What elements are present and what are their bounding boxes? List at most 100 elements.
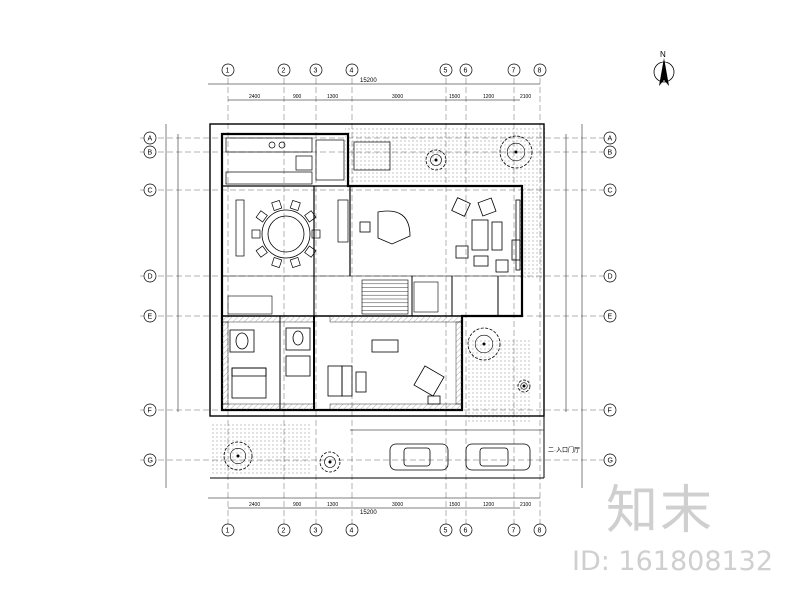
grid-bubble-column [277, 523, 291, 537]
grid-label-row: B [608, 150, 613, 157]
dimension-segment: 1200 [483, 502, 494, 508]
dining-chair [271, 257, 283, 269]
grid-label-column: 8 [538, 68, 542, 75]
staircase [227, 279, 439, 315]
entrance-label: 二·入口门厅 [548, 446, 580, 454]
grid-bubble-row [143, 145, 157, 159]
dimension-segment: 2100 [520, 502, 531, 508]
grid-label-column: 2 [282, 528, 286, 535]
dining-chairs [251, 199, 321, 269]
grid-label-row: C [148, 188, 153, 195]
grid-label-column: 7 [512, 528, 516, 535]
parked-cars [389, 443, 531, 471]
grid-bubble-column [309, 523, 323, 537]
north-arrow: N [653, 50, 675, 86]
grid-label-column: 4 [350, 528, 354, 535]
dining-chair [311, 229, 321, 239]
kitchen [225, 137, 391, 185]
grid-bubble-column [221, 523, 235, 537]
grid-label-row: F [608, 408, 612, 415]
grid-label-column: 7 [512, 68, 516, 75]
tree [499, 135, 533, 169]
grid-label-column: 5 [444, 528, 448, 535]
grid-bubble-column [533, 523, 547, 537]
dining-chair [304, 245, 317, 258]
grid-bubble-column [345, 63, 359, 77]
grid-label-row: A [608, 136, 613, 143]
grid-label-row: E [608, 314, 613, 321]
grid-label-column: 6 [464, 528, 468, 535]
watermark-logo: 知末 [606, 481, 715, 541]
grid-bubble-column [507, 63, 521, 77]
grid-bubble-column [309, 63, 323, 77]
grid-bubble-column [345, 523, 359, 537]
dimension-segment: 3000 [392, 94, 403, 100]
tree [223, 441, 253, 471]
dimension-segment: 1300 [327, 94, 338, 100]
grid-label-column: 6 [464, 68, 468, 75]
garden-hatch-right [520, 182, 542, 278]
grid-label-column: 1 [226, 68, 230, 75]
grid-bubble-column [221, 63, 235, 77]
garden-hatch-top [345, 126, 545, 182]
grid-label-row: D [608, 274, 613, 281]
grid-label-row: G [148, 458, 153, 465]
grid-bubble-row [603, 183, 617, 197]
grid-label-row: E [148, 314, 153, 321]
grid-bubble-row [603, 131, 617, 145]
grid-label-row: F [148, 408, 152, 415]
dimension-lines [165, 83, 583, 509]
lounge-furniture [327, 339, 445, 405]
grid-bubble-column [277, 63, 291, 77]
garden-hatch-bottom-right [466, 338, 530, 422]
dimension-segment: 1500 [449, 502, 460, 508]
grid-label-row: C [608, 188, 613, 195]
dining-chair [255, 245, 268, 258]
dimension-segment: 2400 [249, 502, 260, 508]
grid-label-column: 1 [226, 528, 230, 535]
dining-chair [251, 229, 261, 239]
dimension-segment: 900 [293, 94, 302, 100]
dimension-segment: 1200 [483, 94, 494, 100]
grid-label-row: D [148, 274, 153, 281]
grid-bubble-row [603, 145, 617, 159]
grid-bubble-row [143, 309, 157, 323]
wall-poche [221, 315, 463, 411]
grid-bubble-row [143, 131, 157, 145]
grid-bubble-column [507, 523, 521, 537]
watermark-id: ID: 161808132 [572, 546, 774, 577]
grid-label-column: 3 [314, 528, 318, 535]
grid-label-row: G [608, 458, 613, 465]
grid-label-row: A [148, 136, 153, 143]
grid-bubble-row [143, 183, 157, 197]
dining-chair [255, 210, 268, 223]
tree [425, 149, 447, 171]
grid-bubble-row [603, 269, 617, 283]
grid-bubble-column [533, 63, 547, 77]
dining-chair [289, 199, 301, 211]
dimension-segment: 2400 [249, 94, 260, 100]
bedroom [229, 327, 311, 399]
garden-hatch-bottom-left [212, 424, 312, 476]
landscape-trees [223, 135, 533, 473]
dining-cabinet [337, 199, 349, 243]
dining-chair [289, 257, 301, 269]
grid-label-column: 5 [444, 68, 448, 75]
grid-bubble-row [143, 403, 157, 417]
grid-label-column: 8 [538, 528, 542, 535]
grid-label-row: B [148, 150, 153, 157]
dining-sideboard [235, 199, 245, 257]
grid-bubble-row [603, 403, 617, 417]
grid-label-column: 4 [350, 68, 354, 75]
overall-dimension-bottom: 15200 [360, 510, 377, 516]
living-room-furniture [451, 197, 521, 273]
dimension-segment: 1300 [327, 502, 338, 508]
tree [319, 451, 341, 473]
grid-bubble-row [603, 453, 617, 467]
tree [467, 327, 501, 361]
grid-bubble-column [439, 523, 453, 537]
north-label: N [660, 50, 666, 59]
